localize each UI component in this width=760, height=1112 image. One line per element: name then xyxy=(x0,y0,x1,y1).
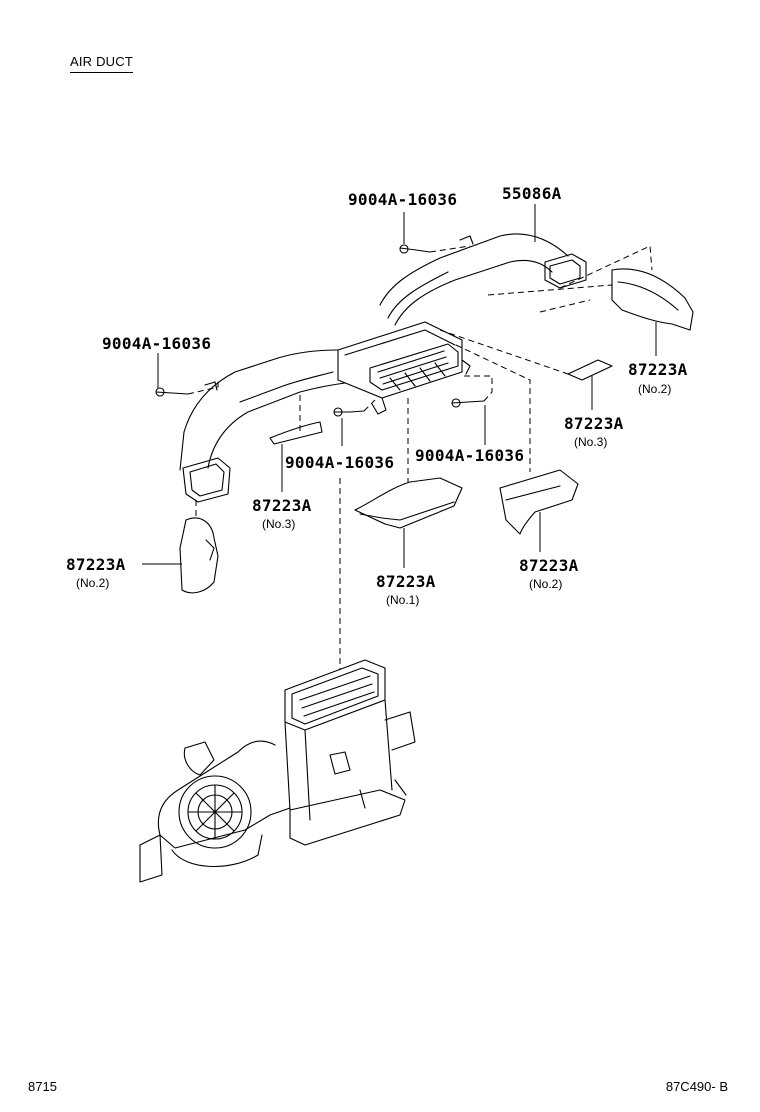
part-label-pad-left-no3: 87223A xyxy=(252,496,312,515)
leader-lines xyxy=(142,204,657,568)
pad-drawings xyxy=(179,268,694,594)
part-label-duct: 55086A xyxy=(502,184,562,203)
main-duct-drawing xyxy=(179,233,587,503)
note-pad-right-no2: (No.2) xyxy=(638,382,672,396)
part-label-pad-left-no2: 87223A xyxy=(66,555,126,574)
part-label-screw-top: 9004A-16036 xyxy=(348,190,458,209)
part-label-pad-lower-no2: 87223A xyxy=(519,556,579,575)
footer-page-code: 8715 xyxy=(28,1079,57,1094)
part-label-pad-right-no3: 87223A xyxy=(564,414,624,433)
screw-drawings xyxy=(155,244,485,417)
assembly-dashed-lines xyxy=(187,245,653,670)
note-pad-lower-no2: (No.2) xyxy=(529,577,563,591)
part-label-screw-left: 9004A-16036 xyxy=(102,334,212,353)
note-pad-right-no3: (No.3) xyxy=(574,435,608,449)
part-label-screw-center: 9004A-16036 xyxy=(285,453,395,472)
part-label-pad-center-no1: 87223A xyxy=(376,572,436,591)
part-label-pad-right-no2: 87223A xyxy=(628,360,688,379)
page-title: AIR DUCT xyxy=(70,54,133,73)
blower-unit-drawing xyxy=(139,659,416,883)
note-pad-center-no1: (No.1) xyxy=(386,593,420,607)
part-label-screw-right: 9004A-16036 xyxy=(415,446,525,465)
note-pad-left-no2: (No.2) xyxy=(76,576,110,590)
note-pad-left-no3: (No.3) xyxy=(262,517,296,531)
footer-drawing-code: 87C490- B xyxy=(665,1079,728,1094)
